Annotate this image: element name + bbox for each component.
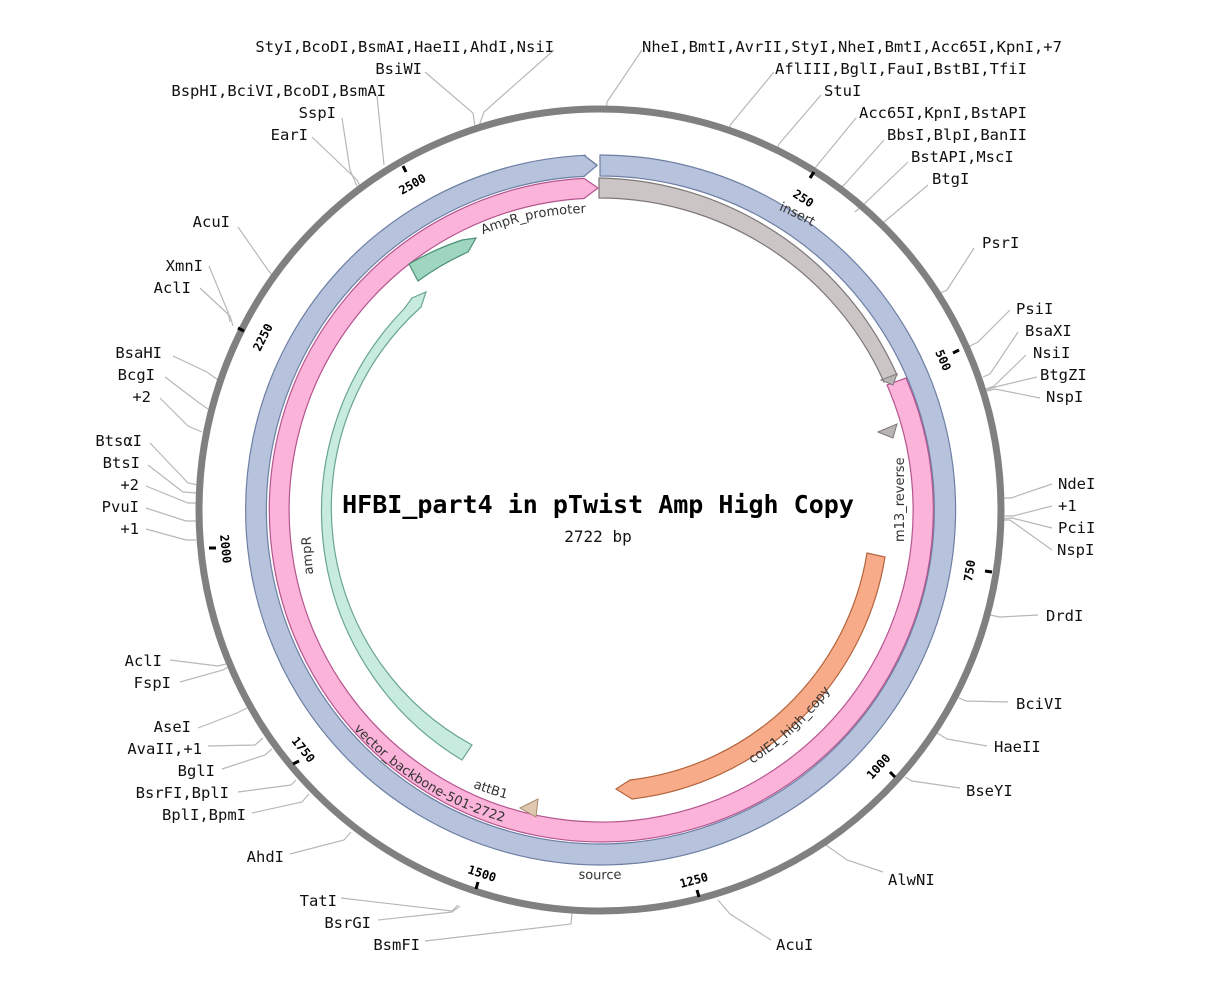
enzyme-label[interactable]: +2 bbox=[120, 476, 139, 494]
plasmid-length: 2722 bp bbox=[564, 527, 631, 546]
enzyme-label[interactable]: AclI bbox=[154, 279, 191, 297]
enzyme-label[interactable]: BtgZI bbox=[1040, 366, 1087, 384]
enzyme-label[interactable]: BtgI bbox=[932, 170, 969, 188]
tick-label-500: 500 bbox=[932, 348, 954, 374]
enzyme-label[interactable]: AcuI bbox=[193, 213, 230, 231]
enzyme-label[interactable]: DrdI bbox=[1046, 607, 1083, 625]
enzyme-label[interactable]: AflIII,BglI,FauI,BstBI,TfiI bbox=[775, 60, 1027, 78]
enzyme-labels-top-left: StyI,BcoDI,BsmAI,HaeII,AhdI,NsiI BsiWI B… bbox=[171, 38, 554, 144]
enzyme-label[interactable]: StyI,BcoDI,BsmAI,HaeII,AhdI,NsiI bbox=[255, 38, 554, 56]
enzyme-label[interactable]: AhdI bbox=[247, 848, 284, 866]
enzyme-labels-top-right: NheI,BmtI,AvrII,StyI,NheI,BmtI,Acc65I,Kp… bbox=[642, 38, 1062, 188]
enzyme-labels-right: PsrI PsiI BsaXI NsiI BtgZI NspI NdeI +1 … bbox=[776, 234, 1095, 954]
tick-label-1750: 1750 bbox=[289, 734, 318, 765]
enzyme-label[interactable]: FspI bbox=[134, 674, 171, 692]
position-ticks bbox=[209, 165, 993, 898]
enzyme-label[interactable]: PsrI bbox=[982, 234, 1019, 252]
tick-label-2250: 2250 bbox=[250, 321, 276, 353]
enzyme-label[interactable]: PciI bbox=[1058, 519, 1095, 537]
enzyme-label[interactable]: BglI bbox=[178, 762, 215, 780]
tick-label-1500: 1500 bbox=[466, 863, 498, 885]
enzyme-label[interactable]: AvaII,+1 bbox=[127, 740, 202, 758]
enzyme-label[interactable]: NsiI bbox=[1033, 344, 1070, 362]
enzyme-label[interactable]: BsaHI bbox=[115, 344, 162, 362]
enzyme-label[interactable]: +1 bbox=[1058, 497, 1077, 515]
plasmid-title: HFBI_part4 in pTwist Amp High Copy bbox=[342, 490, 854, 519]
tick-label-750: 750 bbox=[961, 559, 978, 583]
enzyme-label[interactable]: NdeI bbox=[1058, 475, 1095, 493]
enzyme-label[interactable]: AcuI bbox=[776, 936, 813, 954]
enzyme-label[interactable]: TatI bbox=[300, 892, 337, 910]
enzyme-label[interactable]: PvuI bbox=[102, 498, 139, 516]
enzyme-label[interactable]: BsrFI,BplI bbox=[136, 784, 229, 802]
enzyme-label[interactable]: BseYI bbox=[966, 782, 1013, 800]
enzyme-label[interactable]: Acc65I,KpnI,BstAPI bbox=[859, 104, 1027, 122]
enzyme-label[interactable]: HaeII bbox=[994, 738, 1041, 756]
enzyme-label[interactable]: BtsI bbox=[103, 454, 140, 472]
tick-label-2000: 2000 bbox=[217, 534, 234, 564]
enzyme-label[interactable]: AseI bbox=[154, 718, 191, 736]
enzyme-label[interactable]: AclI bbox=[125, 652, 162, 670]
enzyme-label[interactable]: XmnI bbox=[166, 257, 203, 275]
enzyme-label[interactable]: NspI bbox=[1057, 541, 1094, 559]
enzyme-label[interactable]: EarI bbox=[271, 126, 308, 144]
enzyme-label[interactable]: BplI,BpmI bbox=[162, 806, 246, 824]
enzyme-label[interactable]: +2 bbox=[132, 388, 151, 406]
feature-m13-reverse[interactable]: m13_reverse bbox=[876, 373, 908, 542]
tick-label-2500: 2500 bbox=[397, 171, 429, 198]
enzyme-label[interactable]: SspI bbox=[299, 104, 336, 122]
enzyme-label[interactable]: BstAPI,MscI bbox=[911, 148, 1014, 166]
ampR-label: ampR bbox=[300, 536, 318, 575]
tick-label-1250: 1250 bbox=[678, 870, 710, 891]
tick-label-1000: 1000 bbox=[864, 751, 894, 782]
enzyme-label[interactable]: BsrGI bbox=[324, 914, 371, 932]
enzyme-label[interactable]: BbsI,BlpI,BanII bbox=[887, 126, 1027, 144]
m13-reverse-label: m13_reverse bbox=[893, 457, 908, 542]
enzyme-label[interactable]: BtsαI bbox=[95, 432, 142, 450]
enzyme-label[interactable]: BcgI bbox=[118, 366, 155, 384]
enzyme-label[interactable]: PsiI bbox=[1016, 300, 1053, 318]
enzyme-label[interactable]: AlwNI bbox=[888, 871, 935, 889]
enzyme-label[interactable]: NheI,BmtI,AvrII,StyI,NheI,BmtI,Acc65I,Kp… bbox=[642, 38, 1062, 56]
enzyme-label[interactable]: BspHI,BciVI,BcoDI,BsmAI bbox=[171, 82, 386, 100]
enzyme-label[interactable]: StuI bbox=[824, 82, 861, 100]
enzyme-label[interactable]: BsiWI bbox=[375, 60, 422, 78]
enzyme-label[interactable]: NspI bbox=[1046, 388, 1083, 406]
enzyme-labels-left: AcuI XmnI AclI BsaHI BcgI +2 BtsαI BtsI … bbox=[95, 213, 420, 954]
enzyme-label[interactable]: BsaXI bbox=[1025, 322, 1072, 340]
enzyme-label[interactable]: BsmFI bbox=[373, 936, 420, 954]
feature-source[interactable]: source bbox=[245, 154, 957, 884]
source-label: source bbox=[578, 868, 622, 884]
enzyme-label[interactable]: BciVI bbox=[1016, 695, 1063, 713]
backbone-ring bbox=[195, 105, 1005, 915]
feature-ampR[interactable]: ampR bbox=[300, 290, 473, 761]
enzyme-label[interactable]: +1 bbox=[120, 520, 139, 538]
